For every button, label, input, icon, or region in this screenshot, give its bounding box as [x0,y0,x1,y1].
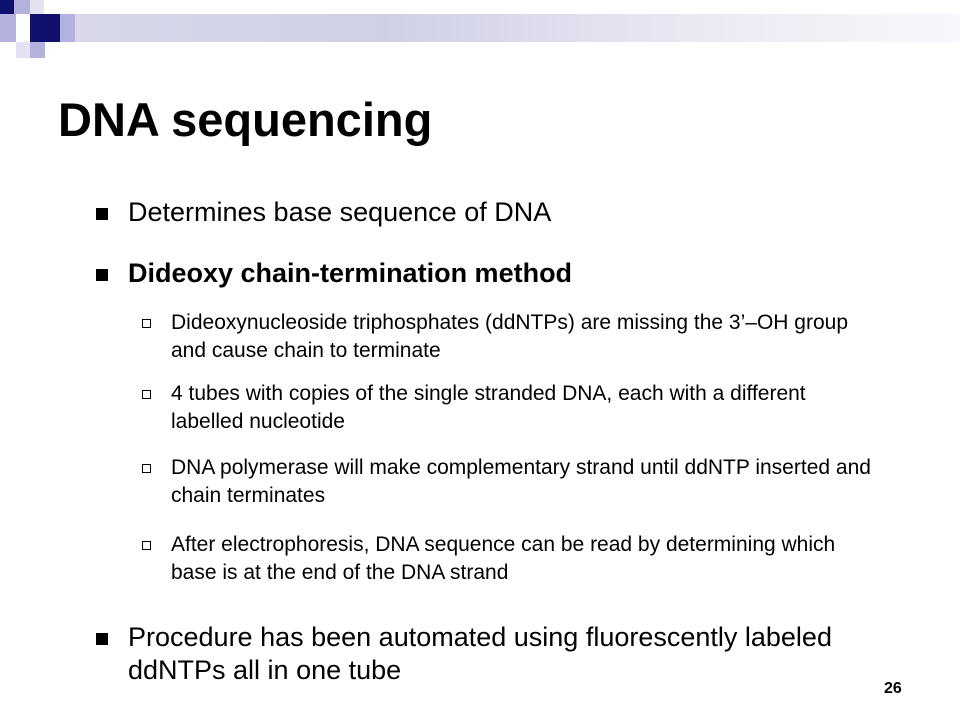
decor-square [0,14,16,42]
square-bullet-icon [96,269,108,281]
decor-square [30,14,60,42]
page-number: 26 [884,680,902,697]
decor-square [30,42,45,58]
header-gradient-bar [75,14,960,42]
bullet-text: Determines base sequence of DNA [128,197,552,227]
sub-bullet-text: After electrophoresis, DNA sequence can … [171,533,836,584]
sub-bullet-text: Dideoxynucleoside triphosphates (ddNTPs)… [171,311,849,362]
header-decoration [0,0,960,60]
hollow-square-bullet-icon [142,464,151,473]
slide-title: DNA sequencing [58,93,433,146]
sub-bullet-text: 4 tubes with copies of the single strand… [171,382,806,433]
bullet-text: Procedure has been automated using fluor… [128,622,832,685]
hollow-square-bullet-icon [142,390,151,399]
decor-square [16,42,30,58]
square-bullet-icon [96,633,108,645]
decor-square [0,0,14,14]
hollow-square-bullet-icon [142,319,151,328]
decor-square [30,0,44,14]
sub-bullet-text: DNA polymerase will make complementary s… [171,456,871,507]
square-bullet-icon [96,208,108,220]
decor-square [60,14,75,42]
bullet-text: Dideoxy chain-termination method [128,258,573,288]
decor-square [14,0,30,14]
hollow-square-bullet-icon [142,541,151,550]
